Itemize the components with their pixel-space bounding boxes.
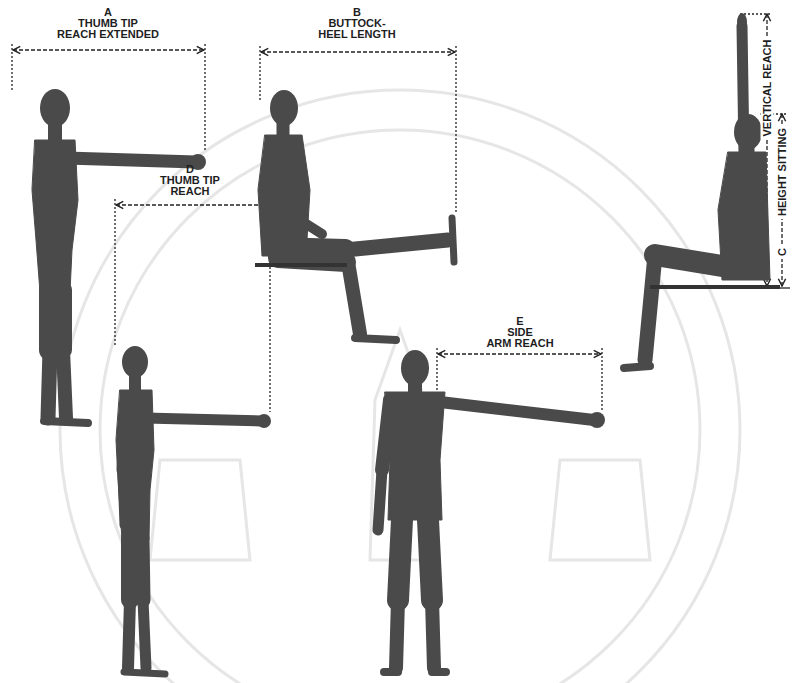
- letter-label: A: [104, 7, 112, 18]
- letter-label: C: [776, 245, 789, 259]
- dimension-lines: [12, 14, 790, 412]
- figure-e: [378, 350, 605, 672]
- figure-a: [32, 89, 206, 423]
- human-figures: [32, 13, 780, 674]
- letter-label: D: [186, 164, 194, 175]
- figure-b: [255, 90, 454, 340]
- dimension-name: THUMB TIP REACH EXTENDED: [57, 18, 159, 40]
- watermark-seal: [60, 90, 740, 683]
- dimension-name: VERTICAL REACH: [761, 37, 774, 140]
- figure-d: [116, 346, 271, 674]
- figure-c: [624, 13, 780, 368]
- letter-label: B: [353, 7, 361, 18]
- dimension-name: HEIGHT SITTING: [776, 125, 789, 219]
- letter-label: E: [516, 316, 523, 327]
- dimension-name: BUTTOCK- HEEL LENGTH: [318, 18, 395, 40]
- dimension-name: THUMB TIP REACH: [160, 175, 220, 197]
- dimension-name: SIDE ARM REACH: [486, 327, 553, 349]
